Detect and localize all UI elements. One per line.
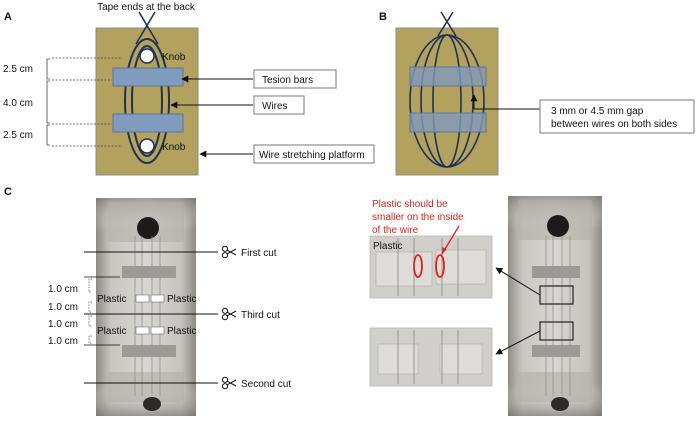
- scissors-icon: [221, 376, 237, 390]
- inset-bottom-wires: [397, 330, 459, 384]
- knob-icon: [143, 397, 161, 411]
- photo-bar-top: [122, 266, 176, 278]
- cut-label-second: Second cut: [241, 379, 291, 390]
- wire-stretching-platform-b: [395, 27, 499, 176]
- knob-icon: [139, 48, 155, 64]
- photo-bar-bottom: [122, 345, 176, 357]
- bracket-middle: [46, 80, 50, 124]
- spacing-brackets: [88, 278, 92, 344]
- cut-label-first: First cut: [241, 248, 277, 259]
- inset-plastic-left: [375, 251, 433, 287]
- gap-label-line2: between wires on both sides: [551, 119, 677, 130]
- knob-label-bottom: Knob: [162, 142, 186, 153]
- callout-box-gap: [539, 99, 695, 134]
- spacing-label: 1.0 cm: [48, 302, 78, 313]
- callout-tension: Tesion bars: [262, 75, 313, 86]
- tension-bar-b-top: [409, 66, 487, 87]
- scissors-icon: [221, 245, 237, 259]
- spacing-label: 1.0 cm: [48, 336, 78, 347]
- wire-inner: [131, 45, 163, 157]
- knob-icon: [551, 397, 569, 411]
- inset-bottom-plastic-right: [439, 343, 483, 375]
- plastic-piece: [150, 326, 165, 335]
- knob-icon: [139, 138, 155, 154]
- scissors-icon: [221, 307, 237, 321]
- dim-label-bottom: 2.5 cm: [3, 130, 33, 141]
- arrow-icon: [495, 267, 541, 296]
- tape-label: Tape ends at the back: [97, 2, 196, 13]
- highlight-ellipse: [413, 254, 423, 278]
- tape-end-b-right: [440, 11, 457, 37]
- photo-wires: [134, 236, 161, 396]
- callout-box-wires: [253, 95, 305, 115]
- note-line3: of the wire: [372, 225, 419, 236]
- bracket-bottom: [46, 124, 50, 146]
- highlight-ellipse: [435, 254, 445, 278]
- photo-block-bottom: [108, 372, 184, 402]
- photo-right-wires: [545, 236, 571, 396]
- panel-label-b: B: [379, 11, 387, 23]
- plastic-label: Plastic: [97, 326, 126, 337]
- tension-bar-b-bottom: [409, 112, 487, 133]
- photo-right-block-bottom: [518, 372, 592, 402]
- plastic-label: Plastic: [97, 294, 126, 305]
- note-line1: Plastic should be: [372, 199, 448, 210]
- arrow-icon: [495, 330, 541, 355]
- knob-icon: [547, 215, 569, 237]
- callout-box-tension: [253, 69, 337, 89]
- wire-loops: [409, 34, 485, 168]
- spacing-label: 1.0 cm: [48, 284, 78, 295]
- dim-label-middle: 4.0 cm: [3, 98, 33, 109]
- knob-label-top: Knob: [162, 52, 186, 63]
- wire-outer: [124, 38, 170, 164]
- spacing-guides: [84, 276, 120, 346]
- tape-end-left: [135, 11, 156, 45]
- tension-bar-bottom: [112, 113, 184, 133]
- panel-label-c: C: [4, 186, 12, 198]
- callout-wires: Wires: [262, 101, 288, 112]
- note-line2: smaller on the inside: [372, 212, 464, 223]
- photo-right-bar-bottom: [532, 345, 580, 357]
- tape-end-b-left: [437, 11, 454, 37]
- inset-plastic-label: Plastic: [373, 241, 402, 252]
- gap-label-line1: 3 mm or 4.5 mm gap: [551, 106, 644, 117]
- bracket-top: [46, 58, 50, 80]
- callout-box-platform: [253, 144, 375, 164]
- tension-bar-top: [112, 67, 184, 87]
- plastic-label: Plastic: [167, 326, 196, 337]
- dimension-guides: [52, 57, 122, 147]
- plastic-piece: [135, 294, 150, 303]
- dim-label-top: 2.5 cm: [3, 64, 33, 75]
- tape-end-right: [138, 11, 159, 45]
- plastic-piece: [135, 326, 150, 335]
- plastic-label: Plastic: [167, 294, 196, 305]
- cut-label-third: Third cut: [241, 310, 280, 321]
- plastic-piece: [150, 294, 165, 303]
- knob-icon: [137, 217, 159, 239]
- callout-platform: Wire stretching platform: [259, 150, 365, 161]
- panel-label-a: A: [4, 11, 12, 23]
- photo-right-bar-top: [532, 266, 580, 278]
- note-arrowhead: [442, 247, 447, 254]
- spacing-label: 1.0 cm: [48, 319, 78, 330]
